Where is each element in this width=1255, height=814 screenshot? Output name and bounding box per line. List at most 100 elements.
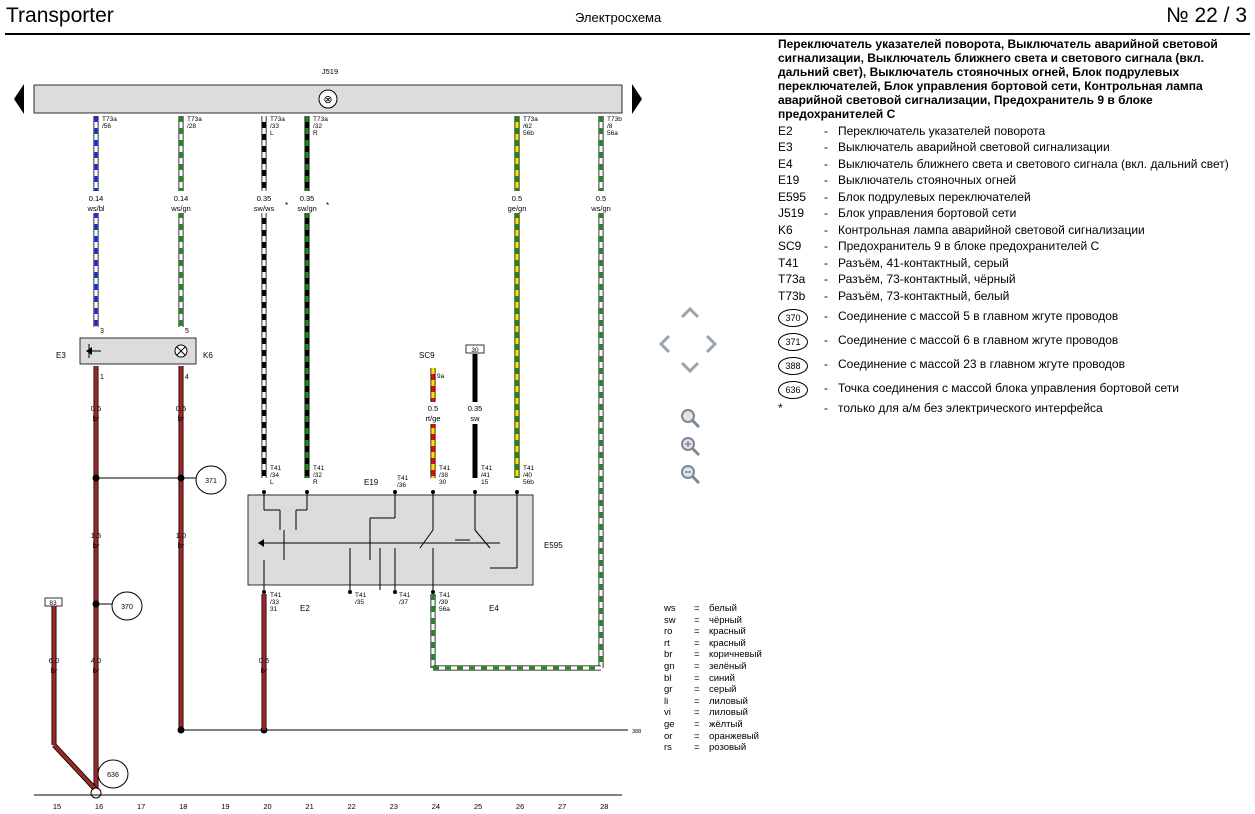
zoom-in-icon[interactable] (679, 435, 701, 457)
column-number: 23 (390, 802, 398, 811)
wire-color: br (93, 666, 100, 675)
switch-contact (419, 529, 434, 549)
junction (177, 726, 185, 734)
equals-sign: = (694, 603, 700, 614)
color-code: or (664, 730, 673, 742)
e2-label: E2 (300, 604, 310, 613)
wire-body (52, 743, 98, 792)
pin-number: 9a (437, 373, 445, 380)
switch-arrow-icon (258, 539, 264, 547)
legend-code: T73a (778, 272, 806, 286)
wire-color: ws/gn (590, 204, 611, 213)
pin-function: R (313, 479, 318, 486)
pin-connector: T41 (481, 465, 493, 472)
wire-color: ge/gn (508, 204, 527, 213)
label-background (89, 191, 103, 213)
wire-color: br (178, 541, 185, 550)
pin-connector: T41 (270, 592, 282, 599)
color-name: оранжевый (709, 730, 759, 742)
color-code: li (664, 695, 669, 707)
wire-color: ws/bl (86, 204, 104, 213)
asterisk: * (285, 201, 288, 210)
wire-size: 0.35 (257, 194, 272, 203)
color-key-row: rt=красный (664, 638, 762, 650)
equals-sign: = (694, 614, 700, 626)
zoom-out-icon[interactable] (679, 463, 701, 485)
wire-color: br (93, 541, 100, 550)
color-key-row: vi=лиловый (664, 707, 762, 719)
label-background (425, 402, 441, 424)
zoom-icon[interactable] (679, 407, 701, 429)
pin-connector: T41 (439, 592, 451, 599)
pin-connector: T41 (397, 475, 409, 482)
pin-function: 56a (439, 606, 450, 613)
legend-code: 370 (778, 307, 824, 327)
legend-dash: - (824, 255, 828, 270)
color-name: коричневый (709, 649, 762, 661)
wire-color: sw/gn (297, 204, 317, 213)
pin-number: /62 (523, 123, 532, 130)
color-code: rs (664, 742, 672, 754)
pin-connector: T73a (270, 116, 285, 123)
pin-number: /40 (523, 472, 532, 479)
pin-number: /37 (399, 599, 408, 606)
legend-code: * (778, 401, 783, 415)
pin-number: /36 (397, 482, 406, 489)
up-arrow-icon[interactable] (679, 305, 701, 319)
color-code: gr (664, 684, 673, 696)
wire-size: 0.14 (174, 194, 189, 203)
e595-module (247, 494, 534, 586)
pin-number: /41 (481, 472, 490, 479)
color-name: серый (709, 684, 737, 696)
right-arrow-icon (632, 84, 642, 114)
color-name: синий (709, 672, 735, 684)
wire-size: 0.5 (596, 194, 606, 203)
pin-number: 1 (100, 374, 104, 381)
legend-description: Выключатель стояночных огней (838, 173, 1017, 187)
column-number: 27 (558, 802, 566, 811)
color-key-row: li=лиловый (664, 696, 762, 708)
pin-number: /38 (439, 472, 448, 479)
pin-function: 31 (270, 606, 278, 613)
pin-number: /33 (270, 599, 279, 606)
color-code: ws (664, 603, 676, 614)
pin-number: /56 (102, 123, 111, 130)
legend-description: Выключатель аварийной световой сигнализа… (838, 140, 1110, 154)
e19-label: E19 (364, 478, 379, 487)
wiring-diagram: J519⊗T73a/56T73a/28T73a/33LT73a/32RT73a/… (14, 67, 642, 811)
wire-size: 0.35 (468, 404, 483, 413)
left-arrow-icon[interactable] (657, 333, 671, 355)
pin-function: 56a (607, 130, 618, 137)
wire-color: br (261, 666, 268, 675)
legend-dash: - (824, 123, 828, 138)
legend-description: Разъём, 41-контактный, серый (838, 255, 1009, 270)
ground-point (97, 759, 129, 789)
junction (92, 600, 100, 608)
e4-label: E4 (489, 604, 499, 613)
legend-item: T73a-Разъём, 73-контактный, чёрный (778, 272, 1248, 286)
right-arrow-icon[interactable] (705, 333, 719, 355)
legend-dash: - (824, 356, 828, 371)
pin-connector: T73a (313, 116, 328, 123)
equals-sign: = (694, 684, 700, 696)
pin-function: 15 (481, 479, 489, 486)
legend-code: T73b (778, 288, 806, 303)
header-divider (5, 33, 1250, 35)
wire-size: 0.14 (89, 194, 104, 203)
pin-function: L (270, 130, 274, 137)
page-number: № 22 / 3 (1166, 4, 1247, 27)
color-code: br (664, 649, 673, 661)
wire-size: 1.0 (176, 531, 186, 540)
down-arrow-icon[interactable] (679, 361, 701, 375)
pin-connector: T73a (102, 116, 117, 123)
label-background (467, 402, 483, 424)
pin-number: /34 (270, 472, 279, 479)
color-name: лиловый (709, 695, 748, 707)
color-key-row: rs=розовый (664, 742, 762, 754)
pin-number: /35 (355, 599, 364, 606)
legend-code: E595 (778, 189, 807, 204)
pin-function: L (270, 479, 274, 486)
legend-dash: - (824, 206, 828, 220)
legend-description: Переключатель указателей поворота (838, 123, 1046, 138)
label-background (257, 191, 271, 213)
